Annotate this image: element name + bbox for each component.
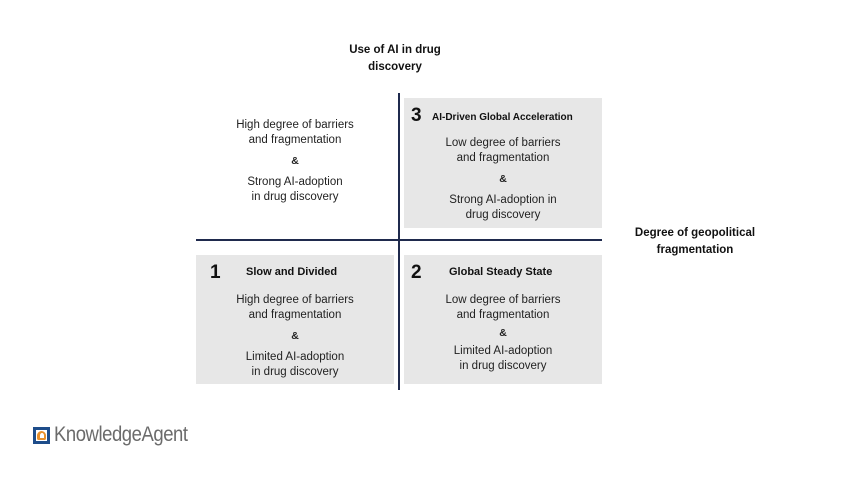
quadrant-title-3: AI-Driven Global Acceleration	[432, 112, 573, 123]
knowledgeagent-logo-icon	[33, 426, 50, 444]
quadrant-box-3	[404, 98, 602, 228]
quadrant-body-2: Low degree of barriers and fragmentation…	[404, 293, 602, 374]
horizontal-axis-line	[196, 239, 602, 241]
quadrant-text: Limited AI-adoption	[245, 351, 345, 363]
ampersand: &	[291, 330, 299, 342]
quadrant-body-1: High degree of barriers and fragmentatio…	[196, 293, 394, 380]
quadrant-text: High degree of barriers	[236, 119, 354, 131]
horizontal-axis-title-line2: fragmentation	[656, 244, 734, 256]
quadrant-text: and fragmentation	[248, 309, 342, 321]
quadrant-text: and fragmentation	[248, 134, 342, 146]
quadrant-text: High degree of barriers	[236, 294, 354, 306]
ampersand: &	[499, 173, 507, 185]
quadrant-number-1: 1	[210, 262, 221, 283]
quadrant-text: and fragmentation	[456, 152, 550, 164]
quadrant-text: Limited AI-adoption	[453, 345, 553, 357]
horizontal-axis-title-line1: Degree of geopolitical	[634, 227, 756, 239]
quadrant-title-2: Global Steady State	[449, 266, 553, 278]
quadrant-box-2	[404, 255, 602, 384]
quadrant-text: and fragmentation	[456, 309, 550, 321]
horizontal-axis-title: Degree of geopolitical fragmentation	[610, 225, 780, 259]
quadrant-text: Low degree of barriers	[445, 137, 561, 149]
quadrant-text: drug discovery	[465, 209, 541, 221]
vertical-axis-title-line1: Use of AI in drug	[349, 44, 441, 56]
quadrant-text: in drug discovery	[251, 366, 339, 378]
quadrant-body-3: Low degree of barriers and fragmentation…	[404, 136, 602, 223]
quadrant-text: in drug discovery	[459, 360, 547, 372]
quadrant-text: in drug discovery	[251, 191, 339, 203]
vertical-axis-title: Use of AI in drug discovery	[320, 42, 470, 76]
quadrant-text: Strong AI-adoption	[247, 176, 343, 188]
knowledgeagent-logo: KnowledgeAgent	[33, 423, 206, 447]
ampersand: &	[291, 155, 299, 167]
vertical-axis-title-line2: discovery	[368, 61, 422, 73]
vertical-axis-line	[398, 93, 400, 390]
quadrant-text: Low degree of barriers	[445, 294, 561, 306]
logo-text: KnowledgeAgent	[54, 423, 188, 446]
quadrant-title-1: Slow and Divided	[246, 266, 338, 278]
quadrant-number-3: 3	[411, 105, 422, 126]
ampersand: &	[499, 327, 507, 339]
quadrant-text: Strong AI-adoption in	[449, 194, 557, 206]
quadrant-box-1	[196, 255, 394, 384]
quadrant-top-left: High degree of barriers and fragmentatio…	[196, 118, 394, 205]
quadrant-number-2: 2	[411, 262, 422, 283]
